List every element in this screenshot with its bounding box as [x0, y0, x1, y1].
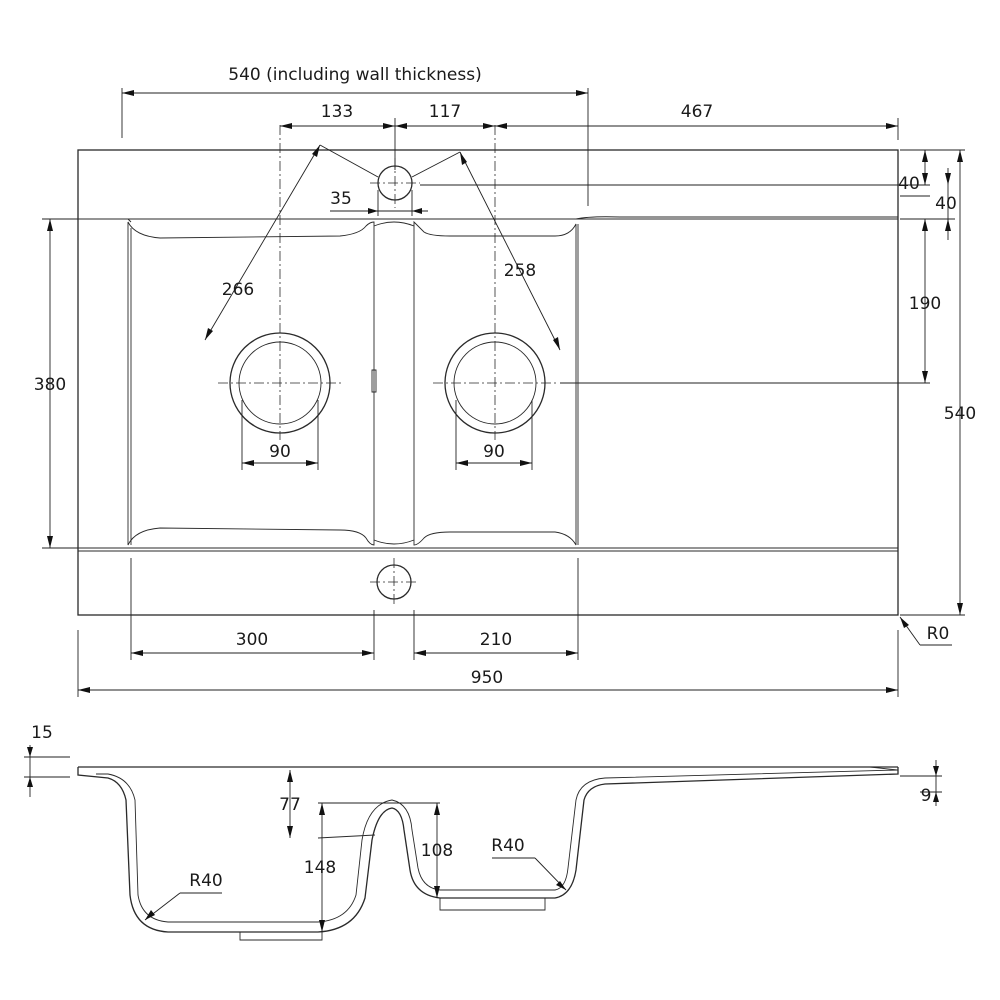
section-dimensions: 15 77 148 108 R40 R40 9	[24, 723, 942, 932]
sink-outline	[77, 149, 899, 616]
dim-left-bowl-depth-upper: 77	[279, 795, 301, 815]
section-view	[77, 766, 899, 941]
dim-waste-right: 90	[483, 442, 505, 462]
dim-tap-offset-right: 117	[429, 102, 461, 122]
dim-drainer-width: 467	[681, 102, 713, 122]
waste-left	[218, 125, 342, 440]
dim-rim-thickness: 15	[31, 723, 53, 743]
dim-bowl-right-width: 210	[480, 630, 512, 650]
dim-waste-offset: 190	[909, 294, 941, 314]
right-bowl	[413, 220, 577, 546]
dim-overall-width: 950	[471, 668, 503, 688]
dim-radius-left: R40	[189, 871, 222, 891]
dim-corner-radius: R0	[927, 624, 950, 644]
plan-view	[77, 125, 899, 616]
dim-bowl-height: 380	[34, 375, 66, 395]
overflow-slot	[371, 369, 377, 393]
dim-bowl-diag-left: 266	[222, 280, 254, 300]
bowl-divider	[373, 221, 415, 227]
plan-dimensions: 540 (including wall thickness) 133 117 4…	[34, 65, 976, 697]
dim-tap-offset-left: 133	[321, 102, 353, 122]
left-bowl	[127, 221, 375, 546]
dim-top-margin-a: 40	[898, 174, 920, 194]
dim-tap-hole: 35	[330, 189, 352, 209]
section-profile-outer	[77, 767, 899, 933]
dim-width-incl-wall: 540 (including wall thickness)	[228, 65, 481, 85]
section-profile-inner	[96, 769, 899, 923]
dim-bowl-diag-right: 258	[504, 261, 536, 281]
waste-right	[433, 125, 557, 440]
dim-waste-left: 90	[269, 442, 291, 462]
overflow-hole	[370, 558, 418, 606]
dim-bowl-left-width: 300	[236, 630, 268, 650]
dim-right-bowl-depth: 108	[421, 841, 453, 861]
dim-drainer-drop: 9	[921, 786, 932, 806]
dim-left-bowl-depth: 148	[304, 858, 336, 878]
dim-radius-right: R40	[491, 836, 524, 856]
dim-top-margin-b: 40	[935, 194, 957, 214]
dim-overall-depth: 540	[944, 404, 976, 424]
